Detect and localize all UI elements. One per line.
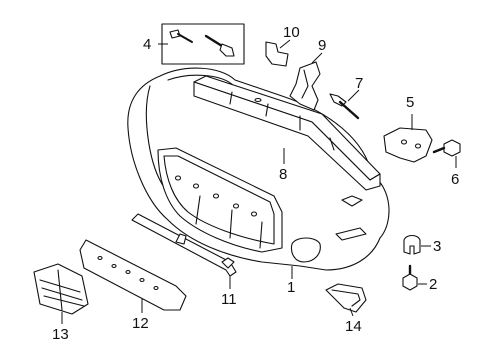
tow-cover-drawing [33,263,89,315]
lower-support-body [79,239,187,311]
bracket-body [383,127,433,163]
callout-11: 11 [221,291,237,308]
clip-drawing [403,234,421,255]
callout-8: 8 [279,166,288,183]
leader-lines [61,39,457,324]
bracket-hole-2 [414,143,422,149]
leader-10 [279,39,291,49]
fog-lamp-opening [290,237,321,263]
leader-14 [349,307,354,317]
callout-10: 10 [283,24,300,41]
grille-holes [174,175,258,217]
fog-bezel-inner [331,289,361,307]
callout-12: 12 [132,315,149,332]
grille-struts [195,195,263,249]
tow-cover-frame [33,263,89,315]
side-marker-lens [335,227,367,241]
stud-shaft [338,100,360,120]
tow-cover-slats [39,269,85,311]
callout-9: 9 [318,37,327,54]
grille-opening [157,147,283,253]
side-bracket-fold [301,69,309,99]
push-pin-1 [169,29,193,43]
bolt-6-thread [432,146,446,154]
stud-drawing [329,93,360,120]
small-bracket-body [265,41,289,67]
absorber-slot [254,97,262,103]
side-bracket-body [289,61,321,111]
lower-support-drawing [79,239,187,311]
leader-9 [311,52,323,64]
fastener-kit-box [161,23,245,65]
callout-2: 2 [429,276,438,293]
bolt-6-head [443,139,461,157]
upper-retainer-body [131,213,237,277]
callout-6: 6 [451,171,460,188]
callout-13: 13 [52,326,69,343]
bolt-2-drawing [402,264,418,291]
clip-body [403,234,421,255]
fog-bezel-body [325,283,367,313]
fog-bezel-drawing [325,283,367,313]
upper-retainer-drawing [131,213,237,277]
lower-support-holes [97,255,159,291]
small-bracket-drawing [265,41,289,67]
absorber-ribs [229,91,335,151]
bolt-2-head [402,273,418,291]
callout-5: 5 [406,94,415,111]
bracket-drawing [383,127,433,163]
upper-retainer-clip-1 [175,233,187,245]
leader-7 [347,89,360,102]
impact-absorber-drawing [193,75,381,191]
upper-retainer-clip-2 [221,257,235,269]
fastener-kit-drawing [161,23,245,65]
callout-1: 1 [287,279,296,296]
side-bracket-drawing [289,61,321,111]
callout-7: 7 [355,75,364,92]
push-pin-2 [204,34,235,57]
bolt-6-drawing [432,139,461,157]
reflector-tab [341,195,363,207]
callout-4: 4 [143,36,152,53]
callout-3: 3 [433,238,442,255]
bracket-hole-1 [400,139,408,145]
callout-14: 14 [345,318,362,335]
